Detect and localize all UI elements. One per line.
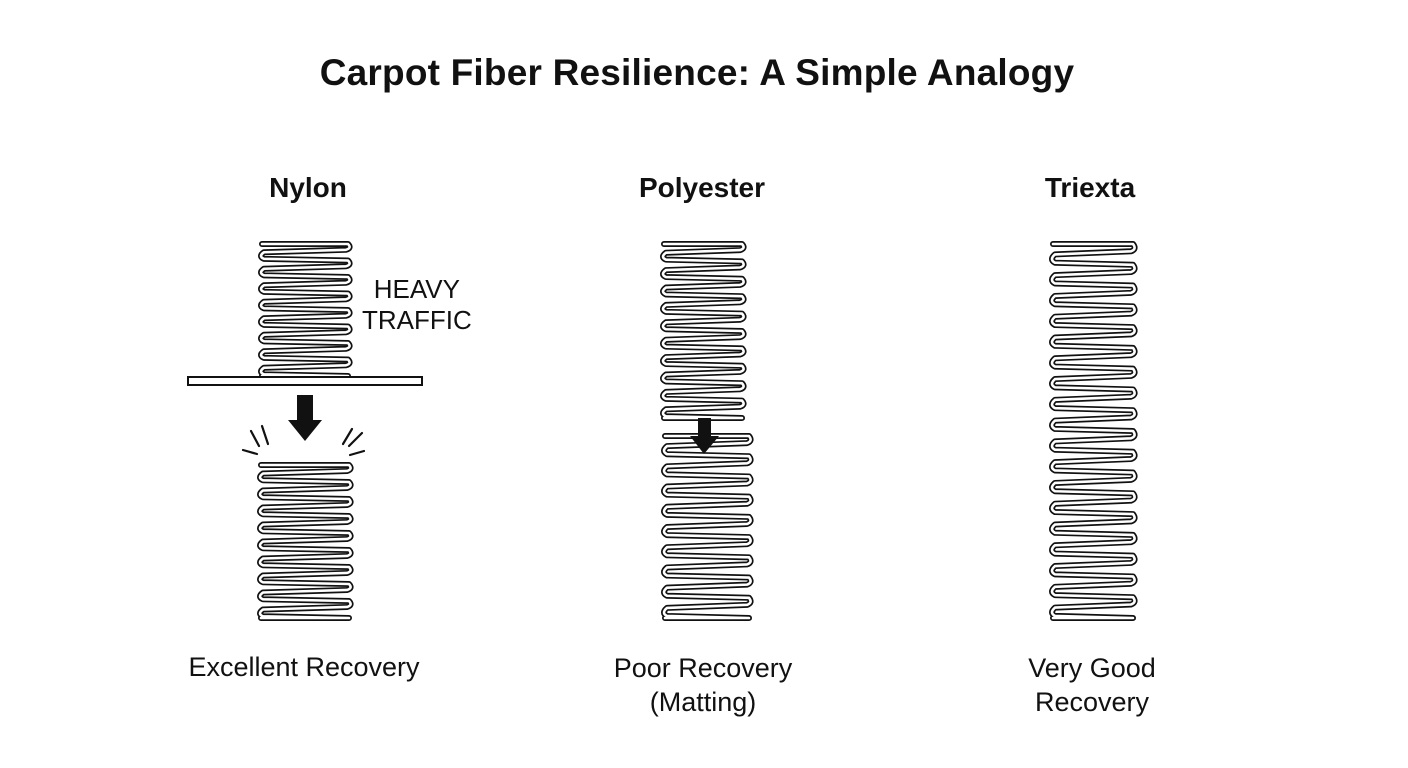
impact-lines-icon <box>241 424 366 457</box>
recovery-line: Poor Recovery <box>613 653 793 683</box>
spring-coil-core <box>661 242 745 420</box>
recovery-line: (Matting) <box>649 687 757 717</box>
heavy-traffic-line-1: HEAVY <box>373 274 460 304</box>
recovery-line: Recovery <box>1034 687 1150 717</box>
heavy-traffic-line-2: TRAFFIC <box>362 305 472 335</box>
polyester-spring-lower <box>661 433 754 621</box>
recovery-label-polyester: Poor Recovery (Matting) <box>533 651 873 719</box>
heavy-traffic-label: HEAVY TRAFFIC <box>362 274 472 336</box>
recovery-label-nylon: Excellent Recovery <box>134 650 474 684</box>
column-title-nylon: Nylon <box>269 172 347 203</box>
nylon-spring-bottom <box>257 462 354 621</box>
column-title-polyester: Polyester <box>638 172 766 203</box>
recovery-line: Excellent Recovery <box>188 652 420 682</box>
recovery-line: Very Good <box>1028 653 1156 683</box>
down-arrow-icon <box>288 395 322 441</box>
nylon-spring-top <box>258 241 353 379</box>
spring-coil-core <box>258 463 352 620</box>
spring-coil-core <box>259 242 351 378</box>
diagram-title: Carpot Fiber Resilience: A Simple Analog… <box>319 52 1075 93</box>
recovery-label-triexta: Very Good Recovery <box>922 651 1262 719</box>
column-title-triexta: Triexta <box>1044 172 1136 203</box>
spring-coil-core <box>1050 242 1136 620</box>
triexta-spring <box>1049 241 1138 621</box>
pressure-plate-icon <box>187 376 423 386</box>
spring-coil-core <box>662 434 752 620</box>
down-arrow-icon <box>690 418 719 454</box>
polyester-spring-upper <box>660 241 747 421</box>
